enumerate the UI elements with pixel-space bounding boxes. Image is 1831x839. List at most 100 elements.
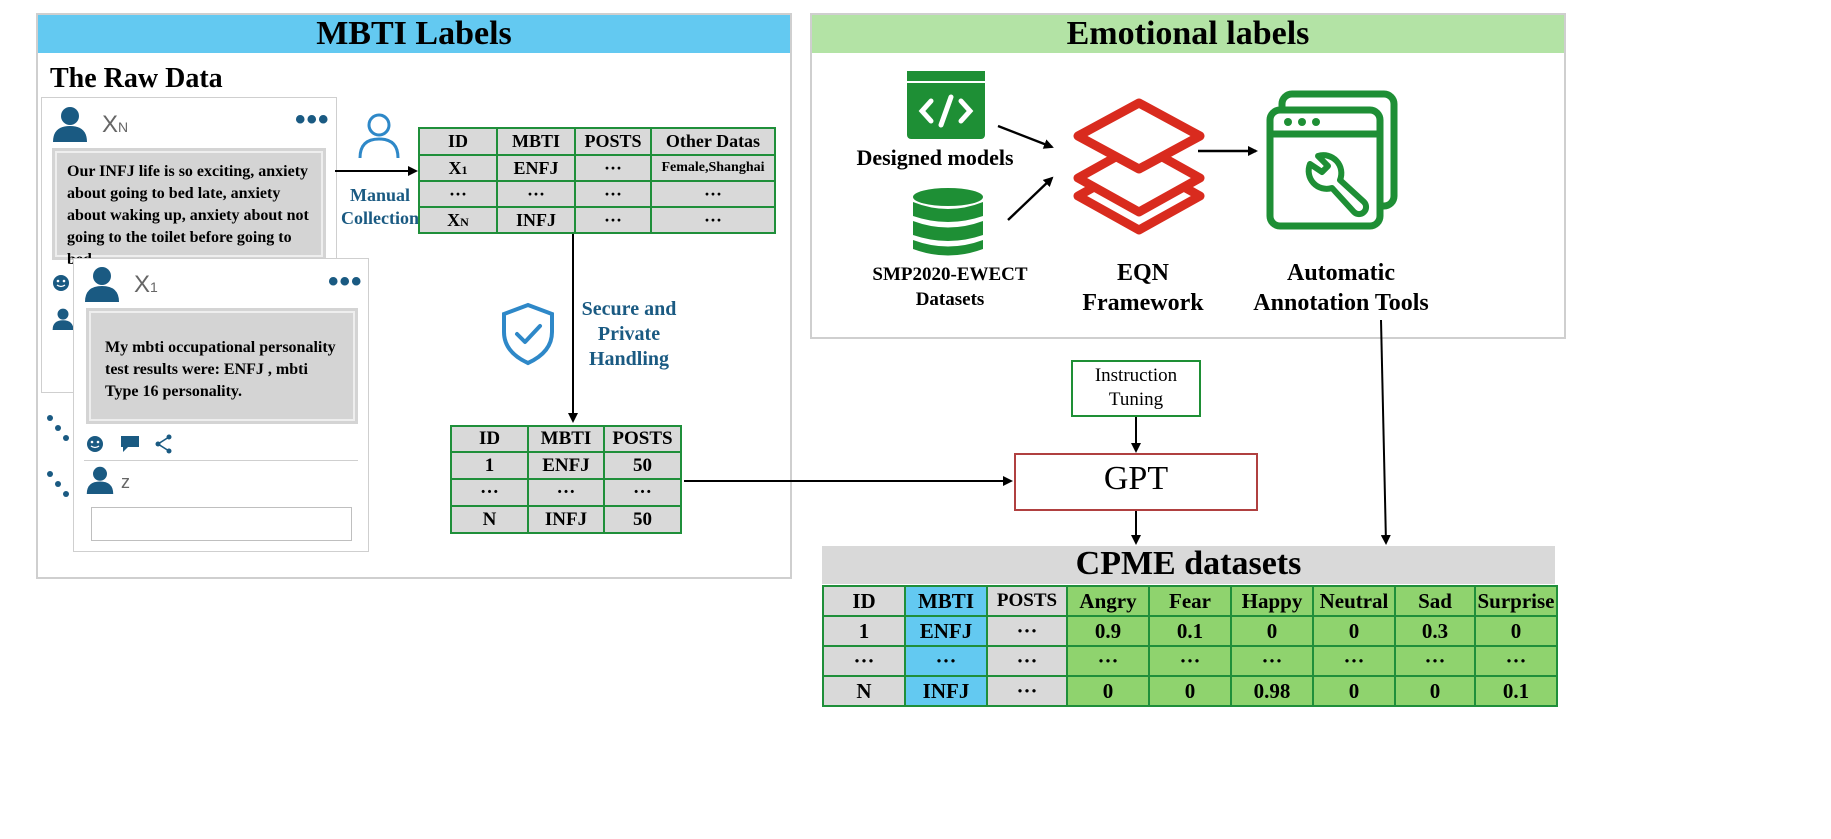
raw-table: ID MBTI POSTS Other Datas X1 ENFJ ··· Fe… — [418, 127, 776, 234]
table-cell: 0 — [1148, 675, 1232, 707]
post-2-user: X1 — [134, 271, 158, 298]
table-row: ··· ··· ··· ··· — [418, 180, 776, 208]
cpme-header-cell: Happy — [1230, 585, 1314, 617]
cpme-header-cell: Angry — [1066, 585, 1150, 617]
gpt-label: GPT — [1103, 460, 1169, 497]
table-cell: ··· — [986, 645, 1068, 677]
cpme-title: CPME datasets — [1075, 545, 1302, 582]
table-row: N INFJ ··· 0 0 0.98 0 0 0.1 — [822, 675, 1558, 707]
smile-icon[interactable] — [52, 274, 70, 292]
tool-window-icon — [1266, 90, 1398, 230]
cpme-header-cell: Sad — [1394, 585, 1476, 617]
table-cell: 0 — [1394, 675, 1476, 707]
table-row: 1 ENFJ ··· 0.9 0.1 0 0 0.3 0 — [822, 615, 1558, 647]
table-cell: ··· — [574, 180, 652, 208]
table-cell: 0.1 — [1148, 615, 1232, 647]
dataset-label: SMP2020-EWECT Datasets — [872, 264, 1028, 310]
designed-models-label: Designed models — [856, 145, 1014, 170]
table-cell: ··· — [527, 478, 605, 507]
table-row: XN INFJ ··· ··· — [418, 206, 776, 234]
table-cell: ··· — [1148, 645, 1232, 677]
table-cell: ··· — [986, 615, 1068, 647]
post-2-body: My mbti occupational personality test re… — [86, 308, 358, 424]
table-cell: ··· — [1474, 645, 1558, 677]
table-row: N INFJ 50 — [450, 505, 682, 534]
arrow-tools-to-cpme — [1380, 319, 1391, 545]
divider — [84, 460, 358, 461]
post-2-text: My mbti occupational personality test re… — [89, 311, 355, 421]
table-cell: Female,Shanghai — [650, 154, 776, 182]
processed-table-header: POSTS — [603, 425, 682, 453]
secure-handling-label: Secure and Private Handling — [581, 298, 677, 370]
table-cell: INFJ — [904, 675, 988, 707]
table-cell: ··· — [1312, 645, 1396, 677]
table-cell: XN — [418, 206, 498, 234]
post-1-text: Our INFJ life is so exciting, anxiety ab… — [55, 151, 323, 268]
gpt-box — [1014, 453, 1258, 511]
table-cell: ··· — [1394, 645, 1476, 677]
table-cell: X1 — [418, 154, 498, 182]
table-cell: 0 — [1230, 615, 1314, 647]
comment-icon[interactable] — [120, 435, 140, 453]
mbti-panel-title: MBTI Labels — [38, 15, 790, 53]
table-cell: 0 — [1312, 615, 1396, 647]
raw-data-title: The Raw Data — [50, 63, 223, 94]
post-3-user: z — [121, 472, 130, 492]
cpme-header-cell: POSTS — [986, 585, 1068, 617]
instruction-tuning-label: Instruction Tuning — [1094, 365, 1178, 410]
scroll-dots — [47, 415, 69, 497]
table-cell: N — [450, 505, 529, 534]
table-cell: ENFJ — [527, 451, 605, 480]
user-icon — [85, 267, 119, 302]
table-cell: ··· — [822, 645, 906, 677]
processed-table-header: MBTI — [527, 425, 605, 453]
raw-table-header: POSTS — [574, 127, 652, 156]
table-cell: ENFJ — [496, 154, 576, 182]
table-cell: N — [822, 675, 906, 707]
more-icon[interactable]: ••• — [295, 103, 330, 136]
arrow-models-to-eqn — [997, 124, 1054, 149]
table-cell: 0.9 — [1066, 615, 1150, 647]
emotion-panel: Emotional labels — [810, 13, 1566, 339]
raw-table-header: MBTI — [496, 127, 576, 156]
table-cell: ··· — [574, 206, 652, 234]
table-cell: 0.98 — [1230, 675, 1314, 707]
table-cell: ··· — [650, 180, 776, 208]
raw-table-header: ID — [418, 127, 498, 156]
table-row: 1 ENFJ 50 — [450, 451, 682, 480]
comment-input[interactable] — [91, 507, 352, 541]
table-cell: 50 — [603, 451, 682, 480]
table-cell: ENFJ — [904, 615, 988, 647]
share-icon[interactable] — [155, 434, 173, 454]
arrow-dataset-to-eqn — [1007, 176, 1054, 221]
table-cell: ··· — [574, 154, 652, 182]
table-cell: 0 — [1066, 675, 1150, 707]
table-cell: ··· — [450, 478, 529, 507]
table-cell: ··· — [986, 675, 1068, 707]
person-outline-icon — [358, 113, 400, 159]
table-row: ··· ··· ··· ··· ··· ··· ··· ··· ··· — [822, 645, 1558, 677]
layers-icon — [1073, 98, 1205, 235]
cpme-header-cell: ID — [822, 585, 906, 617]
table-cell: ··· — [496, 180, 576, 208]
more-icon[interactable]: ••• — [328, 265, 363, 298]
table-cell: ··· — [1066, 645, 1150, 677]
cpme-header-cell: Surprise — [1474, 585, 1558, 617]
table-cell: INFJ — [527, 505, 605, 534]
table-cell: ··· — [1230, 645, 1314, 677]
eqn-framework-label: EQN Framework — [1082, 260, 1204, 316]
user-icon — [86, 466, 114, 494]
table-cell: 0 — [1474, 615, 1558, 647]
table-cell: 0 — [1312, 675, 1396, 707]
processed-table: ID MBTI POSTS 1 ENFJ 50 ··· ··· ··· N IN… — [450, 425, 682, 534]
smile-icon[interactable] — [86, 435, 104, 453]
raw-table-header: Other Datas — [650, 127, 776, 156]
table-cell: ··· — [603, 478, 682, 507]
table-cell: 1 — [822, 615, 906, 647]
cpme-header-cell: Fear — [1148, 585, 1232, 617]
processed-table-header: ID — [450, 425, 529, 453]
table-cell: 0.3 — [1394, 615, 1476, 647]
post-1-user: XN — [102, 111, 129, 138]
user-icon — [53, 107, 87, 142]
